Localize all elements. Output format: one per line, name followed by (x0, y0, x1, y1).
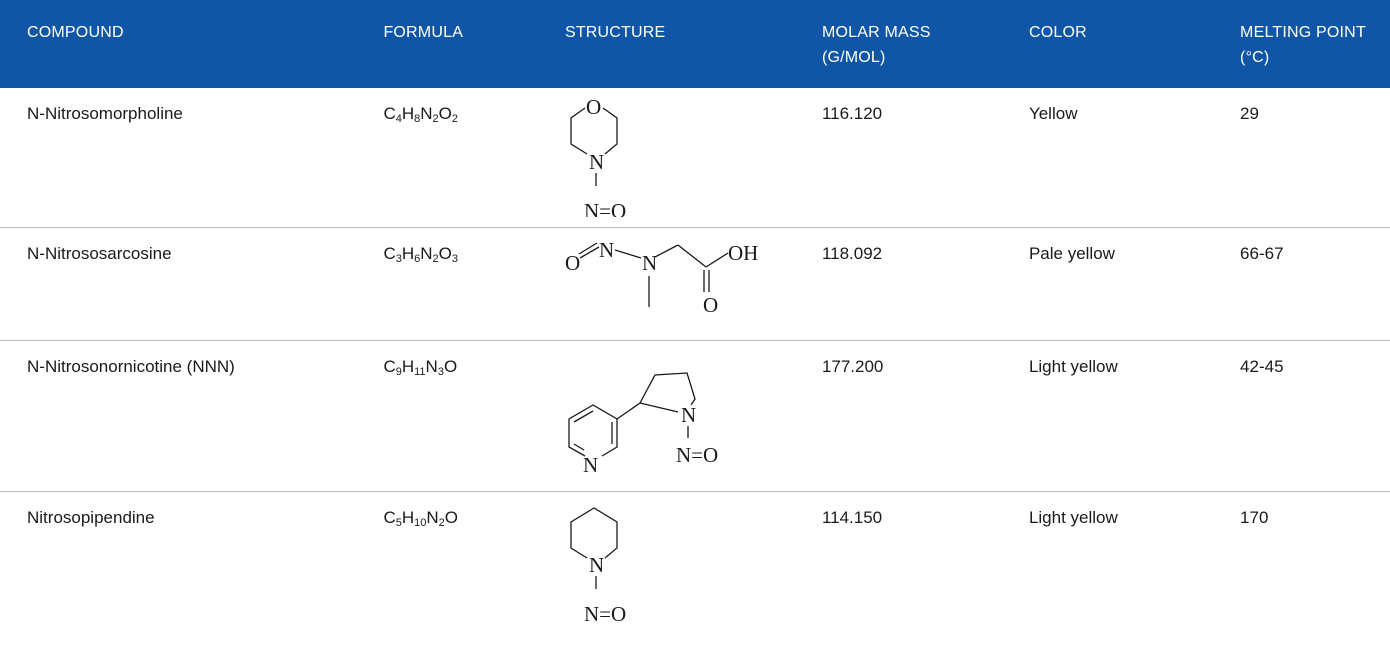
table-row: N-Nitrosonornicotine (NNN) C9H11N3O N N … (0, 340, 1390, 492)
atom-label: N=O (584, 602, 626, 626)
piperidine-structure: N N=O (570, 506, 626, 626)
element-count: 11 (414, 365, 426, 378)
element-count: 10 (414, 516, 427, 529)
header-melting-point: MELTING POINT (°C) (1240, 24, 1366, 66)
header-formula: FORMULA (383, 24, 464, 41)
header-structure: STRUCTURE (564, 24, 666, 41)
element-count: 2 (451, 113, 459, 125)
structure-cell: N N N=O (564, 340, 822, 492)
element-count: 5 (395, 516, 402, 529)
element-symbol: N (426, 507, 439, 527)
element-count: 3 (395, 252, 402, 265)
table-row: N-Nitrososarcosine C3H6N2O3 O N N OH O (0, 227, 1390, 341)
atom-label: N (642, 251, 657, 275)
morpholine-structure: O N N=O (570, 95, 626, 217)
element-count: 3 (451, 252, 459, 265)
atom-label: N (589, 150, 604, 174)
element-symbol: H (401, 356, 415, 376)
atom-label: N=O (584, 199, 626, 217)
color-value: Pale yellow (1028, 227, 1241, 341)
table-row: Nitrosopipendine C5H10N2O N N=O 114.150 … (0, 491, 1390, 662)
melting-point: 29 (1240, 88, 1390, 228)
atom-label: N (599, 238, 614, 262)
element-count: 8 (414, 113, 421, 125)
element-symbol: C (383, 104, 396, 123)
element-count: 2 (432, 113, 439, 125)
nornicotine-structure: N N N=O (568, 371, 718, 477)
element-count: 4 (395, 113, 402, 125)
formula-cell: C3H6N2O3 (383, 227, 565, 341)
header-row: COMPOUND FORMULA STRUCTURE MOLAR MASS (G… (0, 0, 1390, 88)
element-symbol: C (383, 507, 396, 527)
element-symbol: H (401, 507, 415, 527)
element-symbol: N (420, 104, 433, 123)
atom-label: N=O (676, 443, 718, 467)
formula-cell: C9H11N3O (383, 340, 565, 492)
element-symbol: H (401, 104, 415, 123)
atom-label: O (703, 293, 718, 317)
header-compound: COMPOUND (27, 24, 124, 41)
element-symbol: O (443, 356, 458, 376)
element-count: 2 (432, 252, 439, 265)
structure-cell: O N N=O (564, 88, 822, 228)
element-symbol: N (425, 356, 438, 376)
element-symbol: O (438, 243, 452, 263)
atom-label: O (586, 95, 601, 119)
atom-label: N (589, 553, 604, 577)
structure-cell: O N N OH O (564, 227, 822, 341)
atom-label: O (565, 251, 580, 275)
element-count: 6 (414, 252, 421, 265)
molar-mass: 177.200 (821, 340, 1029, 492)
compound-name: N-Nitrososarcosine (0, 227, 384, 341)
color-value: Light yellow (1028, 507, 1118, 527)
formula-cell: C4H8N2O2 (383, 88, 565, 228)
element-count: 2 (438, 516, 445, 529)
melting-point: 170 (1240, 507, 1269, 527)
molar-mass: 116.120 (821, 88, 1029, 228)
element-symbol: C (383, 243, 396, 263)
element-count: 3 (437, 365, 444, 378)
atom-label: N (681, 403, 696, 427)
atom-label: OH (728, 241, 758, 265)
element-symbol: N (420, 243, 433, 263)
compound-name: N-Nitrosonornicotine (NNN) (0, 340, 384, 492)
compound-name: N-Nitrosomorpholine (0, 88, 384, 228)
element-symbol: H (401, 243, 415, 263)
formula-cell: C5H10N2O (383, 491, 565, 662)
element-symbol: C (383, 356, 396, 376)
melting-point: 66-67 (1240, 227, 1390, 341)
melting-point: 42-45 (1240, 340, 1390, 492)
molar-mass: 118.092 (821, 227, 1029, 341)
header-color: COLOR (1028, 24, 1087, 41)
element-symbol: O (444, 507, 459, 527)
color-value: Yellow (1028, 88, 1241, 228)
element-symbol: O (438, 104, 452, 123)
table-row: N-Nitrosomorpholine C4H8N2O2 O N N=O 116… (0, 88, 1390, 228)
compound-name: Nitrosopipendine (27, 507, 155, 527)
color-value: Light yellow (1028, 340, 1241, 492)
molar-mass: 114.150 (821, 507, 883, 527)
sarcosine-structure: O N N OH O (565, 238, 758, 317)
element-count: 9 (395, 365, 402, 378)
atom-label: N (583, 453, 598, 477)
structure-cell: N N=O (565, 491, 822, 662)
header-molar-mass: MOLAR MASS (G/MOL) (821, 24, 931, 66)
